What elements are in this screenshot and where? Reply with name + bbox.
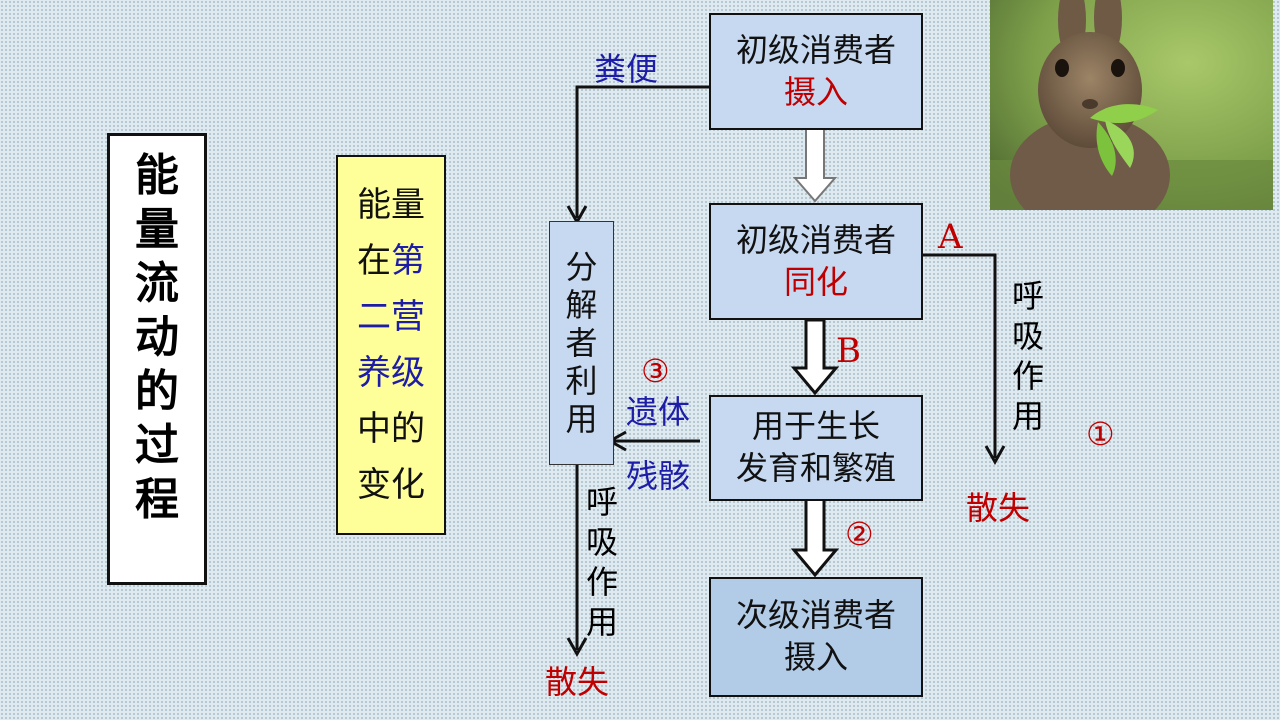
decomposer-char: 分 (565, 248, 598, 286)
node-growth-line1: 用于生长 (751, 407, 880, 446)
respiration-char: 用 (586, 603, 619, 641)
label-a: A (938, 217, 963, 257)
node-decomposer: 分解者利用 (549, 221, 614, 465)
label-b: B (836, 331, 861, 371)
subtitle-row: 能量 (357, 188, 425, 222)
label-circle-2: ② (845, 515, 874, 553)
label-remains-2: 残骸 (626, 457, 691, 495)
label-loss-right: 散失 (966, 489, 1031, 527)
title-char: 过 (135, 420, 179, 471)
subtitle-char: 变 (357, 465, 391, 505)
subtitle-char: 营 (391, 297, 425, 337)
subtitle-row: 二营 (357, 300, 425, 334)
node-primary-assimilation: 初级消费者 同化 (709, 203, 923, 320)
node-secondary-line1: 次级消费者 (735, 596, 896, 635)
decomposer-char: 用 (565, 400, 598, 438)
label-respiration-right: 呼吸作用 (1012, 280, 1044, 432)
subtitle-char: 量 (391, 185, 425, 225)
node-primary-intake-line2: 摄入 (783, 72, 848, 111)
respiration-char: 呼 (1012, 277, 1045, 315)
arrow-assim-growth (790, 318, 840, 396)
respiration-char: 吸 (586, 523, 619, 561)
subtitle-char: 中 (357, 409, 391, 449)
arrow-respiration-a (919, 253, 997, 458)
respiration-char: 吸 (1012, 317, 1045, 355)
title-char: 量 (135, 204, 179, 255)
subtitle-char: 化 (391, 465, 425, 505)
node-primary-assim-line1: 初级消费者 (735, 220, 896, 259)
arrow-intake-assim (792, 124, 838, 203)
arrowhead-respiration-a (984, 445, 1006, 466)
subtitle-row: 变化 (357, 468, 425, 502)
decomposer-char: 利 (565, 362, 598, 400)
respiration-char: 作 (1012, 357, 1045, 395)
label-loss-left: 散失 (545, 663, 610, 701)
subtitle-char: 二 (357, 297, 391, 337)
title-char: 流 (135, 258, 179, 309)
decomposer-char: 者 (565, 324, 598, 362)
subtitle-char: 的 (391, 409, 425, 449)
arrow-growth-secondary (790, 494, 840, 578)
subtitle-char: 在 (357, 241, 391, 281)
node-secondary-intake: 次级消费者 摄入 (709, 577, 923, 697)
subtitle-box: 能量在第二营养级中的变化 (336, 155, 446, 535)
subtitle-row: 养级 (357, 356, 425, 390)
subtitle-row: 在第 (357, 244, 425, 278)
respiration-char: 作 (586, 563, 619, 601)
subtitle-char: 级 (391, 353, 425, 393)
title-char: 动 (135, 312, 179, 363)
title-box: 能量流动的过程 (107, 133, 207, 585)
node-primary-intake: 初级消费者 摄入 (709, 13, 923, 130)
respiration-char: 用 (1012, 397, 1045, 435)
arrowhead-decomposer-loss (566, 637, 588, 658)
node-growth-line2: 发育和繁殖 (735, 449, 896, 487)
node-primary-intake-line1: 初级消费者 (735, 30, 896, 69)
rabbit-photo (990, 0, 1273, 210)
label-remains-1: 遗体 (626, 393, 691, 431)
decomposer-char: 解 (565, 286, 598, 324)
subtitle-char: 养 (357, 353, 391, 393)
subtitle-row: 中的 (357, 412, 425, 446)
title-char: 能 (135, 150, 179, 201)
node-primary-assim-line2: 同化 (783, 262, 848, 301)
label-circle-1: ① (1086, 415, 1115, 453)
respiration-char: 呼 (586, 483, 619, 521)
title-char: 的 (135, 366, 179, 417)
subtitle-char: 能 (357, 185, 391, 225)
subtitle-char: 第 (391, 241, 425, 281)
arrow-feces (575, 85, 709, 218)
label-circle-3: ③ (641, 352, 670, 390)
node-growth: 用于生长 发育和繁殖 (709, 395, 923, 501)
title-char: 程 (135, 474, 179, 525)
label-respiration-left: 呼吸作用 (586, 486, 618, 638)
node-secondary-line2: 摄入 (783, 638, 848, 676)
label-feces: 粪便 (594, 50, 659, 88)
